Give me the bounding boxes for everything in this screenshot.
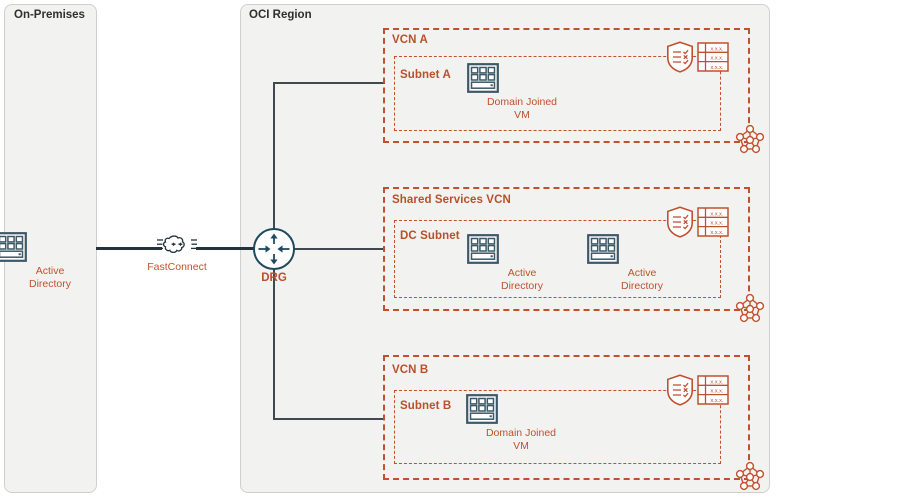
svg-text:x.x.x.: x.x.x. [710, 221, 723, 227]
drg-label: DRG [261, 272, 287, 284]
svg-text:x.x.x.: x.x.x. [710, 46, 723, 52]
shared-services-vcn-label: Shared Services VCN [392, 194, 511, 206]
dc-subnet-ad-label-2: Active Directory [620, 267, 663, 292]
oci-region-panel-title: OCI Region [249, 9, 312, 21]
link-drg-to-vcn-b [273, 418, 385, 420]
vcn-b-service-gateway-icon [733, 460, 767, 494]
svg-text:x.x.x.: x.x.x. [710, 65, 723, 71]
vcn-a-label: VCN A [392, 34, 428, 46]
subnet-a-label: Subnet A [400, 69, 451, 81]
server-rack-icon [467, 63, 577, 93]
fastconnect-label: FastConnect [147, 261, 207, 273]
link-drg-to-vcn-a [273, 82, 385, 84]
svg-text:x.x.x.: x.x.x. [710, 389, 723, 395]
svg-text:x.x.x.: x.x.x. [710, 56, 723, 62]
fastconnect-cloud-icon [122, 232, 232, 260]
fastconnect-node: FastConnect [122, 232, 232, 273]
onprem-panel-title: On-Premises [14, 9, 85, 21]
subnet-b-label: Subnet B [400, 400, 452, 412]
dc-subnet-label: DC Subnet [400, 230, 460, 242]
dc-subnet-active-directory-node-2: Active Directory [587, 234, 697, 293]
subnet-a-box [394, 56, 721, 131]
vcn-a-security-list-icon [666, 41, 694, 73]
vcn-b-vm-label: Domain Joined VM [485, 427, 557, 452]
vcn-a-box [383, 28, 750, 143]
server-rack-icon [466, 394, 576, 424]
drg-node: DRG [229, 227, 319, 284]
dc-subnet-box [394, 220, 721, 298]
link-fastconnect-to-drg [196, 247, 256, 250]
vcn-b-domain-joined-vm-node: Domain Joined VM [466, 394, 576, 453]
dc-subnet-active-directory-node-1: Active Directory [467, 234, 577, 293]
shared-services-vcn-box [383, 187, 750, 311]
vcn-a-domain-joined-vm-node: Domain Joined VM [467, 63, 577, 122]
svg-text:x.x.x.: x.x.x. [710, 398, 723, 404]
server-rack-icon [587, 234, 697, 264]
onprem-active-directory-label: Active Directory [28, 265, 71, 290]
onprem-active-directory-node: Active Directory [0, 232, 105, 291]
shared-services-route-table-icon: x.x.x. x.x.x. x.x.x. [697, 206, 729, 238]
dc-subnet-ad-label-1: Active Directory [500, 267, 543, 292]
svg-text:x.x.x.: x.x.x. [710, 230, 723, 236]
vcn-a-vm-label: Domain Joined VM [486, 96, 558, 121]
vcn-a-route-table-icon: x.x.x. x.x.x. x.x.x. [697, 41, 729, 73]
vcn-b-security-list-icon [666, 374, 694, 406]
shared-services-security-list-icon [666, 206, 694, 238]
server-rack-icon [0, 232, 105, 262]
subnet-b-box [394, 390, 721, 464]
vcn-b-box [383, 355, 750, 480]
svg-text:x.x.x.: x.x.x. [710, 379, 723, 385]
vcn-a-service-gateway-icon [733, 123, 767, 157]
drg-arrows-icon [229, 227, 319, 271]
vcn-b-label: VCN B [392, 364, 429, 376]
link-onprem-to-fastconnect [96, 247, 162, 250]
link-drg-to-shared-services-vcn [290, 248, 385, 250]
vcn-b-route-table-icon: x.x.x. x.x.x. x.x.x. [697, 374, 729, 406]
server-rack-icon [467, 234, 577, 264]
shared-services-service-gateway-icon [733, 292, 767, 326]
svg-text:x.x.x.: x.x.x. [710, 211, 723, 217]
